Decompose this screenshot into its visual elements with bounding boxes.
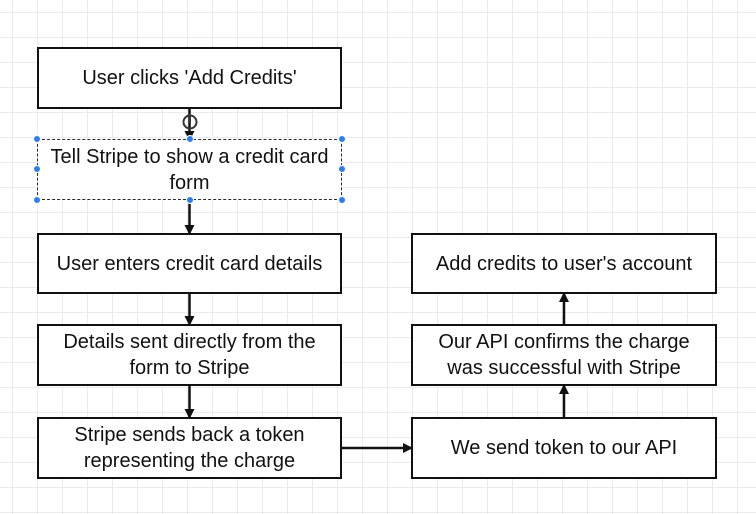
selection-handle-bottom-left[interactable]	[33, 196, 41, 204]
node-label: Details sent directly from the form to S…	[63, 331, 316, 379]
selection-handle-middle-left[interactable]	[33, 165, 41, 173]
selection-handle-top-center[interactable]	[186, 135, 194, 143]
selection-handle-top-left[interactable]	[33, 135, 41, 143]
node-user-enters-card-details[interactable]: User enters credit card details	[37, 233, 342, 294]
node-stripe-sends-token[interactable]: Stripe sends back a token representing t…	[37, 417, 342, 479]
node-label: Stripe sends back a token representing t…	[74, 424, 305, 472]
node-label: We send token to our API	[450, 437, 678, 459]
node-user-clicks-add-credits[interactable]: User clicks 'Add Credits'	[37, 47, 342, 109]
node-send-token-to-api[interactable]: We send token to our API	[411, 417, 717, 479]
node-add-credits-to-account[interactable]: Add credits to user's account	[411, 233, 717, 294]
node-label: User enters credit card details	[56, 252, 323, 275]
rotate-handle-icon[interactable]	[181, 113, 199, 131]
node-tell-stripe-show-form[interactable]: Tell Stripe to show a credit card form	[37, 139, 342, 200]
selection-handle-bottom-right[interactable]	[338, 196, 346, 204]
selection-handle-bottom-center[interactable]	[186, 196, 194, 204]
node-api-confirms-charge[interactable]: Our API confirms the charge was successf…	[411, 324, 717, 386]
node-label: User clicks 'Add Credits'	[82, 67, 297, 89]
selection-handle-middle-right[interactable]	[338, 165, 346, 173]
node-label: Add credits to user's account	[435, 252, 693, 275]
node-label: Our API confirms the charge was successf…	[438, 331, 690, 379]
node-details-sent-to-stripe[interactable]: Details sent directly from the form to S…	[37, 324, 342, 386]
selection-handle-top-right[interactable]	[338, 135, 346, 143]
node-label: Tell Stripe to show a credit card form	[50, 145, 329, 194]
